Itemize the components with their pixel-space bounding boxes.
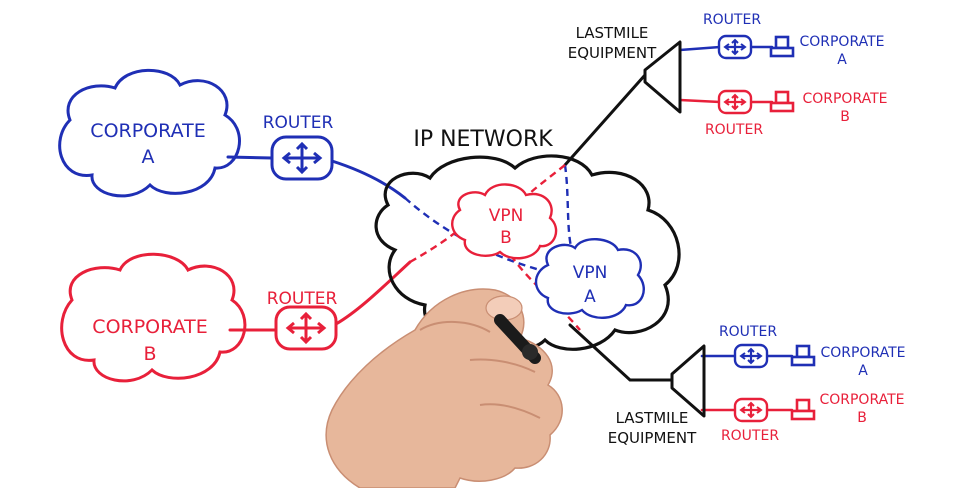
link-network-lastmile-bottom — [568, 323, 674, 382]
ip-network-title: IP NETWORK — [413, 127, 553, 152]
vpn-b-label-line2: B — [500, 228, 512, 248]
router-icon — [717, 34, 753, 60]
tr-corp-a-label-line2: A — [837, 52, 847, 68]
router-icon — [733, 397, 769, 423]
vpn-b-label-line1: VPN — [489, 206, 524, 226]
corp-a-label-line1: CORPORATE — [90, 120, 205, 142]
br-corp-a-label-line2: A — [858, 363, 868, 379]
lastmile-bottom-label-line1: LASTMILE — [616, 409, 689, 427]
tr-corp-b-label-line2: B — [840, 109, 850, 125]
tr-router-b-label: ROUTER — [705, 122, 763, 138]
computer-icon — [769, 90, 795, 113]
br-corp-b-label-line1: CORPORATE — [819, 392, 904, 408]
router-icon — [733, 343, 769, 369]
router-icon — [270, 135, 334, 181]
ip-network-cloud — [374, 154, 681, 351]
br-corp-b-label-line2: B — [857, 410, 867, 426]
br-router-a-label: ROUTER — [719, 324, 777, 340]
corp-a-label-line2: A — [142, 146, 155, 168]
lastmile-equipment-icon — [670, 344, 706, 418]
vpn-a-label-line2: A — [584, 287, 596, 307]
tr-corp-b-label-line1: CORPORATE — [802, 91, 887, 107]
tr-router-a-label: ROUTER — [703, 12, 761, 28]
lastmile-bottom-label-line2: EQUIPMENT — [608, 429, 697, 447]
router-icon — [717, 89, 753, 115]
corp-b-label-line2: B — [143, 343, 156, 365]
vpn-b-cloud — [451, 183, 558, 260]
link-network-lastmile-top — [563, 73, 647, 167]
links — [226, 45, 794, 412]
link-router-a-network — [330, 159, 407, 200]
computer-icon — [790, 398, 816, 421]
tr-corp-a-label-line1: CORPORATE — [799, 34, 884, 50]
computer-icon — [790, 344, 816, 367]
corp-b-cloud — [60, 252, 247, 383]
link-router-b-network — [334, 260, 412, 326]
hand-with-marker — [325, 288, 563, 488]
lastmile-top-label-line2: EQUIPMENT — [568, 44, 657, 62]
lastmile-top-label-line1: LASTMILE — [576, 24, 649, 42]
br-corp-a-label-line1: CORPORATE — [820, 345, 905, 361]
router-a-label: ROUTER — [263, 113, 334, 133]
router-icon — [274, 305, 338, 351]
corp-b-label-line1: CORPORATE — [92, 316, 207, 338]
lastmile-equipment-icon — [643, 40, 682, 114]
br-router-b-label: ROUTER — [721, 428, 779, 444]
router-b-label: ROUTER — [267, 289, 338, 309]
computer-icon — [769, 35, 795, 58]
vpn-a-label-line1: VPN — [573, 263, 608, 283]
vpn-a-cloud — [534, 238, 645, 319]
corp-a-cloud — [58, 68, 241, 198]
